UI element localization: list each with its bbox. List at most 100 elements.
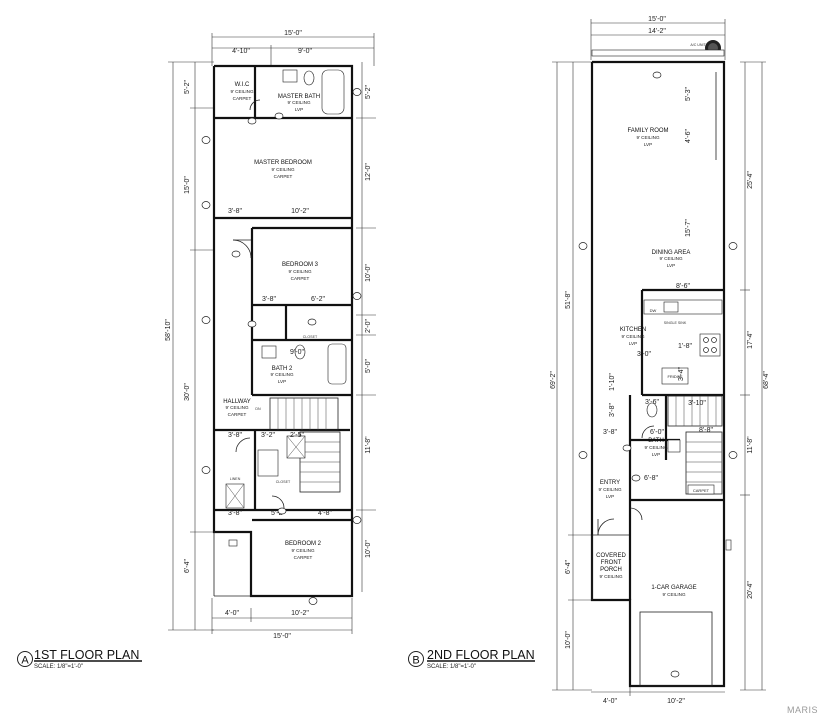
a-closet-note: CLOSET xyxy=(303,335,318,339)
b-family-floor: LVP xyxy=(644,142,652,147)
b-top-inner-dim: 14'-2" xyxy=(648,28,666,35)
a-hallway-floor: CARPET xyxy=(228,412,247,417)
a-bath2-name: BATH 2 xyxy=(272,366,293,372)
a-closet2-note: CLOSET xyxy=(276,480,291,484)
b-right-dim-1: 25'-4" xyxy=(747,171,754,189)
a-int-2b: 6'-2" xyxy=(311,296,325,303)
b-range xyxy=(699,333,721,357)
b-bath-name: BATH xyxy=(648,438,664,444)
a-bedroom3-floor: CARPET xyxy=(291,276,310,281)
a-bath2-ceiling: 9' CEILING xyxy=(270,372,294,377)
a-left-upper-dim: 15'-0" xyxy=(184,176,191,194)
plan-b-2nd-floor: 15'-0" 14'-2" A/C UNIT 69'-2" 51'-8" 6'-… xyxy=(408,16,770,705)
b-kitchen-ceiling: 9' CEILING xyxy=(621,334,645,339)
a-master-bath-name: MASTER BATH xyxy=(278,94,320,100)
b-int-8: 8'-6" xyxy=(676,283,690,290)
a-bedroom3-name: BEDROOM 3 xyxy=(282,262,319,268)
a-linen-note: LINEN xyxy=(230,477,241,481)
a-bath2-floor: LVP xyxy=(278,379,286,384)
b-int-f: 3'-10" xyxy=(688,400,706,407)
a-title-letter: A xyxy=(21,655,29,667)
b-fridge xyxy=(661,367,689,385)
b-carpet-note: CARPET xyxy=(693,488,710,493)
a-master-toilet xyxy=(303,70,315,86)
a-bath2-toilet xyxy=(294,344,306,360)
b-porch-l2: FRONT xyxy=(601,560,622,566)
b-dining-name: DINING AREA xyxy=(652,250,691,256)
b-left-lower2-dim: 10'-0" xyxy=(565,631,572,649)
a-right-dim-2: 10'-0" xyxy=(365,264,372,282)
b-right-dim-3: 11'-8" xyxy=(747,436,754,454)
b-title-letter: B xyxy=(412,655,419,667)
b-kitchen-name: KITCHEN xyxy=(620,327,646,333)
b-family-ceiling: 9' CEILING xyxy=(636,135,660,140)
a-bottom-right-dim: 10'-2" xyxy=(291,610,309,617)
a-top-left-dim: 4'-10" xyxy=(232,48,250,55)
b-porch-l3: PORCH xyxy=(600,567,622,573)
a-right-dim-6: 10'-0" xyxy=(365,540,372,558)
a-bottom-left-dim: 4'-0" xyxy=(225,610,239,617)
b-counter xyxy=(643,299,723,315)
b-int-g: 3'-6" xyxy=(645,399,659,406)
b-left-outer-dim: 69'-2" xyxy=(550,371,557,389)
b-int-mid: 15'-7" xyxy=(685,219,692,237)
a-master-bath-floor: LVP xyxy=(295,107,303,112)
b-garage-ceiling: 9' CEILING xyxy=(662,592,686,597)
b-toilet xyxy=(646,402,658,418)
a-master-sink xyxy=(282,69,298,83)
b-garage-name: 1-CAR GARAGE xyxy=(651,585,696,591)
a-int-1b: 10'-2" xyxy=(291,208,309,215)
b-right-dim-4: 20'-4" xyxy=(747,581,754,599)
b-int-d: 3'-8" xyxy=(603,429,617,436)
a-master-bedroom-name: MASTER BEDROOM xyxy=(254,160,312,166)
a-int-1a: 3'-8" xyxy=(228,208,242,215)
b-entry-name: ENTRY xyxy=(600,480,620,486)
a-dn-note: DN xyxy=(255,407,261,411)
a-bedroom2-ceiling: 9' CEILING xyxy=(291,548,315,553)
a-int-5a: 3'-8" xyxy=(228,510,242,517)
a-bath2-sink xyxy=(261,345,277,359)
a-bath2-tub xyxy=(327,343,347,385)
a-right-dim-4: 5'-0" xyxy=(365,359,372,373)
b-sink-note: SINGLE SINK xyxy=(664,321,687,325)
b-entry-ceiling: 9' CEILING xyxy=(598,487,622,492)
b-dining-ceiling: 9' CEILING xyxy=(659,256,683,261)
b-left-upper-dim: 51'-8" xyxy=(565,291,572,309)
a-int-5b: 5'-2" xyxy=(271,510,285,517)
a-staircase xyxy=(269,397,341,493)
b-right-dim-2: 17'-4" xyxy=(747,331,754,349)
b-int-h: 8'-8" xyxy=(699,427,713,434)
b-int-i: 1'-8" xyxy=(678,343,692,350)
b-left-lower1-dim: 6'-4" xyxy=(565,560,572,574)
a-overall-bottom-dim: 15'-0" xyxy=(273,633,291,640)
b-title: 2ND FLOOR PLAN xyxy=(427,648,535,662)
b-bath-sink xyxy=(667,439,681,453)
b-ac-note: A/C UNIT xyxy=(690,43,706,47)
b-int-c: 3'-8" xyxy=(609,403,616,417)
a-hallway-name: HALLWAY xyxy=(223,399,251,405)
b-family-name: FAMILY ROOM xyxy=(627,128,668,134)
b-int-j: 3'-4" xyxy=(678,367,685,381)
a-int-5c: 4'-8" xyxy=(318,510,332,517)
a-int-4c: 2'-5" xyxy=(290,432,304,439)
b-overall-top-dim: 15'-0" xyxy=(648,16,666,23)
b-porch-ceiling: 9' CEILING xyxy=(599,574,623,579)
a-right-dim-5: 11'-8" xyxy=(365,436,372,454)
a-title: 1ST FLOOR PLAN xyxy=(34,648,139,662)
b-scale: SCALE: 1/8"=1'-0" xyxy=(427,664,476,670)
a-left-outer-dim: 58'-10" xyxy=(165,319,172,341)
a-scale: SCALE: 1/8"=1'-0" xyxy=(34,664,83,670)
a-int-4a: 3'-8" xyxy=(228,432,242,439)
b-window-tags xyxy=(578,71,738,482)
a-left-middle-dim: 30'-0" xyxy=(184,383,191,401)
a-wic-name: W.I.C xyxy=(235,82,250,88)
a-right-top-dim: 5'-2" xyxy=(365,85,372,99)
a-overall-top-dim: 15'-0" xyxy=(284,30,302,37)
b-int-top1: 5'-3" xyxy=(685,87,692,101)
b-kitchen-floor: LVP xyxy=(629,341,637,346)
b-right-outer-dim: 68'-4" xyxy=(763,371,770,389)
b-int-top2: 4'-6" xyxy=(685,129,692,143)
a-bedroom3-ceiling: 9' CEILING xyxy=(288,269,312,274)
a-right-dim-1: 12'-0" xyxy=(365,163,372,181)
a-master-bath-ceiling: 9' CEILING xyxy=(287,100,311,105)
